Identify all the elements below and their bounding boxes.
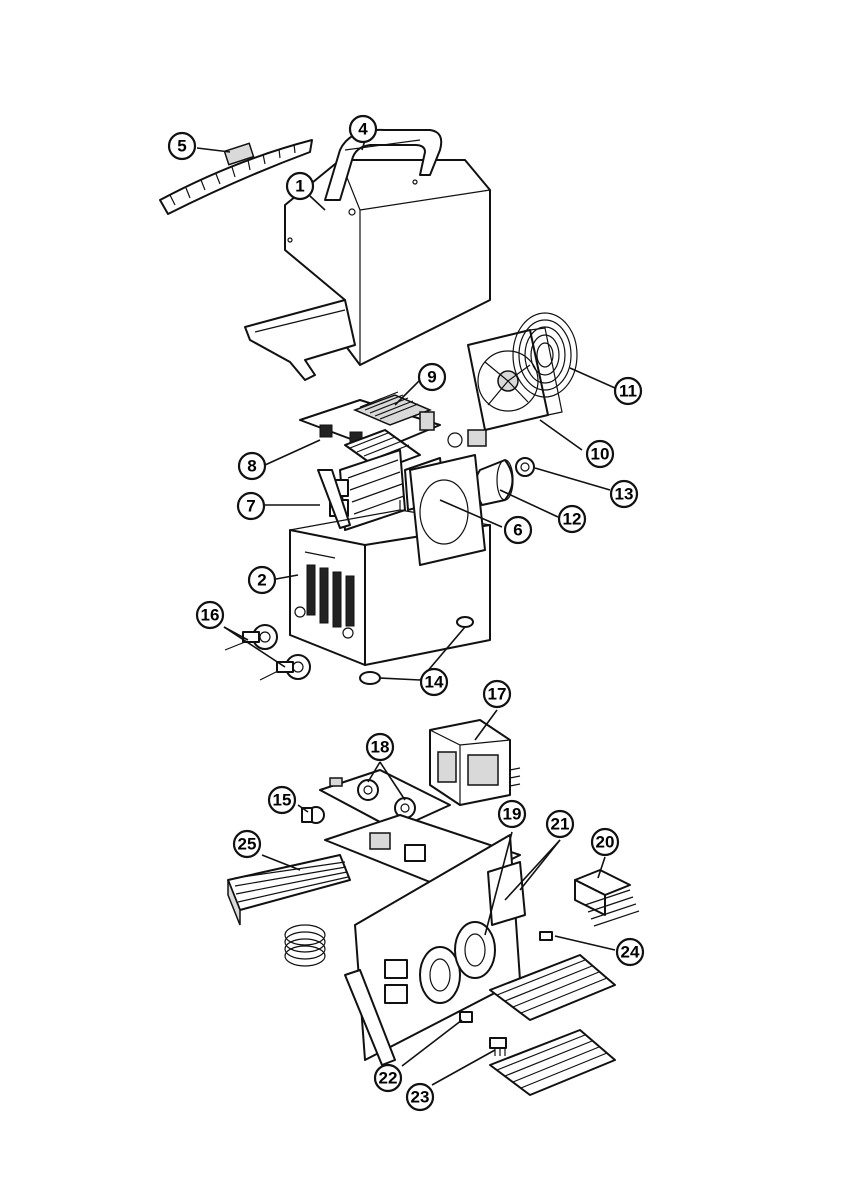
- callout-12: 12: [559, 506, 585, 532]
- callout-8: 8: [239, 453, 265, 479]
- callout-6: 6: [505, 517, 531, 543]
- part-bridge-rectifier: [575, 870, 639, 926]
- callout-label: 16: [201, 606, 220, 625]
- callout-5: 5: [169, 133, 195, 159]
- callout-label: 15: [273, 791, 292, 810]
- callout-label: 24: [621, 943, 640, 962]
- callout-4: 4: [350, 116, 376, 142]
- callout-label: 8: [247, 457, 256, 476]
- callout-label: 25: [238, 835, 257, 854]
- callout-label: 5: [177, 137, 186, 156]
- part-upper-pcb: [300, 392, 440, 470]
- callout-15: 15: [269, 787, 295, 813]
- callout-10: 10: [587, 441, 613, 467]
- callout-label: 19: [503, 805, 522, 824]
- callout-label: 20: [596, 833, 615, 852]
- callout-7: 7: [238, 493, 264, 519]
- callout-19: 19: [499, 801, 525, 827]
- callout-label: 22: [379, 1069, 398, 1088]
- callout-21: 21: [547, 811, 573, 837]
- part-housing-cover: [245, 160, 490, 380]
- part-coil: [285, 925, 325, 966]
- callout-17: 17: [484, 681, 510, 707]
- callout-22: 22: [375, 1065, 401, 1091]
- callout-label: 12: [563, 510, 582, 529]
- callout-label: 9: [427, 368, 436, 387]
- callout-label: 11: [619, 382, 637, 401]
- callout-label: 10: [591, 445, 610, 464]
- part-main-pcb: [325, 815, 525, 1065]
- callout-23: 23: [407, 1084, 433, 1110]
- callout-14: 14: [421, 669, 447, 695]
- callout-label: 4: [358, 120, 368, 139]
- callout-16: 16: [197, 602, 223, 628]
- callout-20: 20: [592, 829, 618, 855]
- callout-label: 6: [513, 521, 522, 540]
- callout-label: 14: [425, 673, 444, 692]
- callout-2: 2: [249, 567, 275, 593]
- callout-label: 13: [615, 485, 634, 504]
- callout-13: 13: [611, 481, 637, 507]
- callout-label: 23: [411, 1088, 430, 1107]
- callout-label: 7: [246, 497, 255, 516]
- callout-label: 1: [295, 177, 304, 196]
- callout-label: 2: [257, 571, 266, 590]
- part-transformer: [430, 720, 520, 805]
- callout-label: 17: [488, 685, 507, 704]
- callout-24: 24: [617, 939, 643, 965]
- callout-11: 11: [615, 378, 641, 404]
- callout-1: 1: [287, 173, 313, 199]
- callout-label: 18: [371, 738, 390, 757]
- callout-25: 25: [234, 831, 260, 857]
- callout-18: 18: [367, 734, 393, 760]
- callout-label: 21: [551, 815, 570, 834]
- callout-9: 9: [419, 364, 445, 390]
